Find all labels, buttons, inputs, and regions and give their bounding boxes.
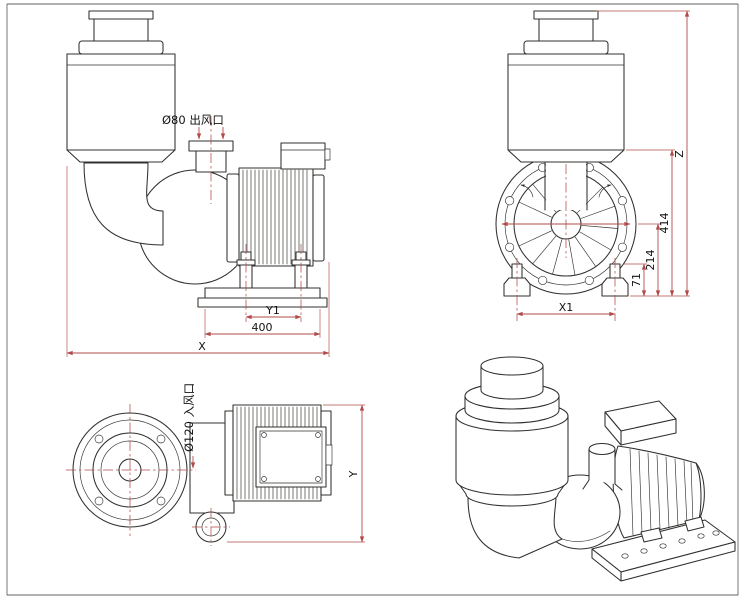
top-box-screw [315, 432, 321, 438]
iso-canister-body [455, 415, 569, 496]
iso-base-hole [712, 530, 720, 536]
iso-outlet-pipe-top [588, 442, 616, 456]
iso-motor-end-cap [695, 462, 702, 521]
front-dim-z-text: Z [673, 150, 686, 158]
iso-base-hole [659, 543, 667, 549]
front-dim-414-text: 414 [658, 213, 671, 234]
side-dim-400-text: 400 [252, 321, 273, 334]
side-base-bottom-plate [197, 297, 328, 308]
side-motor-front-bell [226, 173, 240, 263]
inlet-diameter-label: Ø120 入风口 [182, 383, 196, 452]
front-cap-body [538, 18, 594, 42]
front-dim-x1-text: X1 [559, 301, 574, 314]
front-bolt [538, 275, 548, 285]
iso-elbow [467, 495, 563, 559]
side-canister-taper [66, 149, 176, 163]
top-flange-bolt [94, 496, 104, 506]
front-canister-taper [507, 149, 625, 163]
iso-base-hole [621, 553, 629, 559]
top-dim-y-text: Y [347, 470, 360, 478]
iso-base-hole [697, 533, 705, 539]
front-bolt [505, 196, 515, 206]
side-elbow [83, 162, 164, 246]
front-inlet-pipe [544, 161, 588, 211]
front-bolt [584, 275, 594, 285]
top-terminal-box-lid [259, 430, 323, 484]
top-view: Ø120 入风口 Y [66, 383, 365, 546]
front-canister-body [507, 53, 625, 151]
iso-pipe-mask [589, 449, 615, 484]
front-bolt [584, 163, 594, 173]
top-terminal-box [255, 426, 327, 488]
side-canister-lid [78, 40, 164, 55]
iso-cap-top [480, 356, 544, 376]
front-canister-lid [523, 40, 609, 55]
side-cap-body [93, 18, 149, 42]
iso-base-side [591, 548, 622, 582]
side-view: Ø80 出风口 Y1 400 X [66, 10, 331, 357]
front-bolt [505, 242, 515, 252]
side-motor-body [238, 167, 314, 267]
side-canister-body [66, 53, 176, 151]
iso-base-hole [640, 548, 648, 554]
front-bolt [538, 163, 548, 173]
outlet-diameter-label: Ø80 出风口 [162, 113, 224, 127]
top-motor-front-bell [224, 410, 234, 496]
side-terminal-box [280, 142, 326, 170]
front-dim-214-text: 214 [644, 250, 657, 271]
top-box-screw [261, 432, 267, 438]
front-cap-top [533, 10, 599, 20]
side-dim-y1-text: Y1 [265, 304, 280, 317]
side-terminal-box-gland [324, 148, 331, 161]
top-flange-bolt [94, 434, 104, 444]
top-flange-bolt [156, 434, 166, 444]
iso-foot-block [684, 516, 705, 532]
front-bolt [617, 196, 627, 206]
rotation-arrow-left [520, 184, 534, 198]
iso-motor-ribs [629, 448, 694, 536]
iso-outlet-pipe [582, 448, 623, 491]
iso-base-hole [678, 538, 686, 544]
top-box-screw [261, 476, 267, 482]
iso-terminal-box-side [604, 411, 622, 446]
front-dim-71-text: 71 [630, 273, 643, 287]
front-view: X1 71 214 414 Z [495, 10, 690, 321]
side-base-top-plate [204, 287, 321, 299]
top-box-gland [325, 444, 333, 466]
top-box-screw [315, 476, 321, 482]
iso-foot-block [640, 527, 663, 543]
front-foot-right [601, 277, 629, 297]
sheet-border [6, 3, 739, 596]
side-motor-rear-cap [312, 174, 325, 262]
side-motor-ribs [242, 169, 308, 265]
front-bolt [617, 242, 627, 252]
top-flange-bolt [156, 496, 166, 506]
side-cap-top [88, 10, 154, 20]
front-foot-left [503, 277, 531, 297]
rotation-arrow-right [598, 184, 612, 198]
side-dim-x-text: X [198, 340, 206, 353]
isometric-view [455, 356, 736, 582]
